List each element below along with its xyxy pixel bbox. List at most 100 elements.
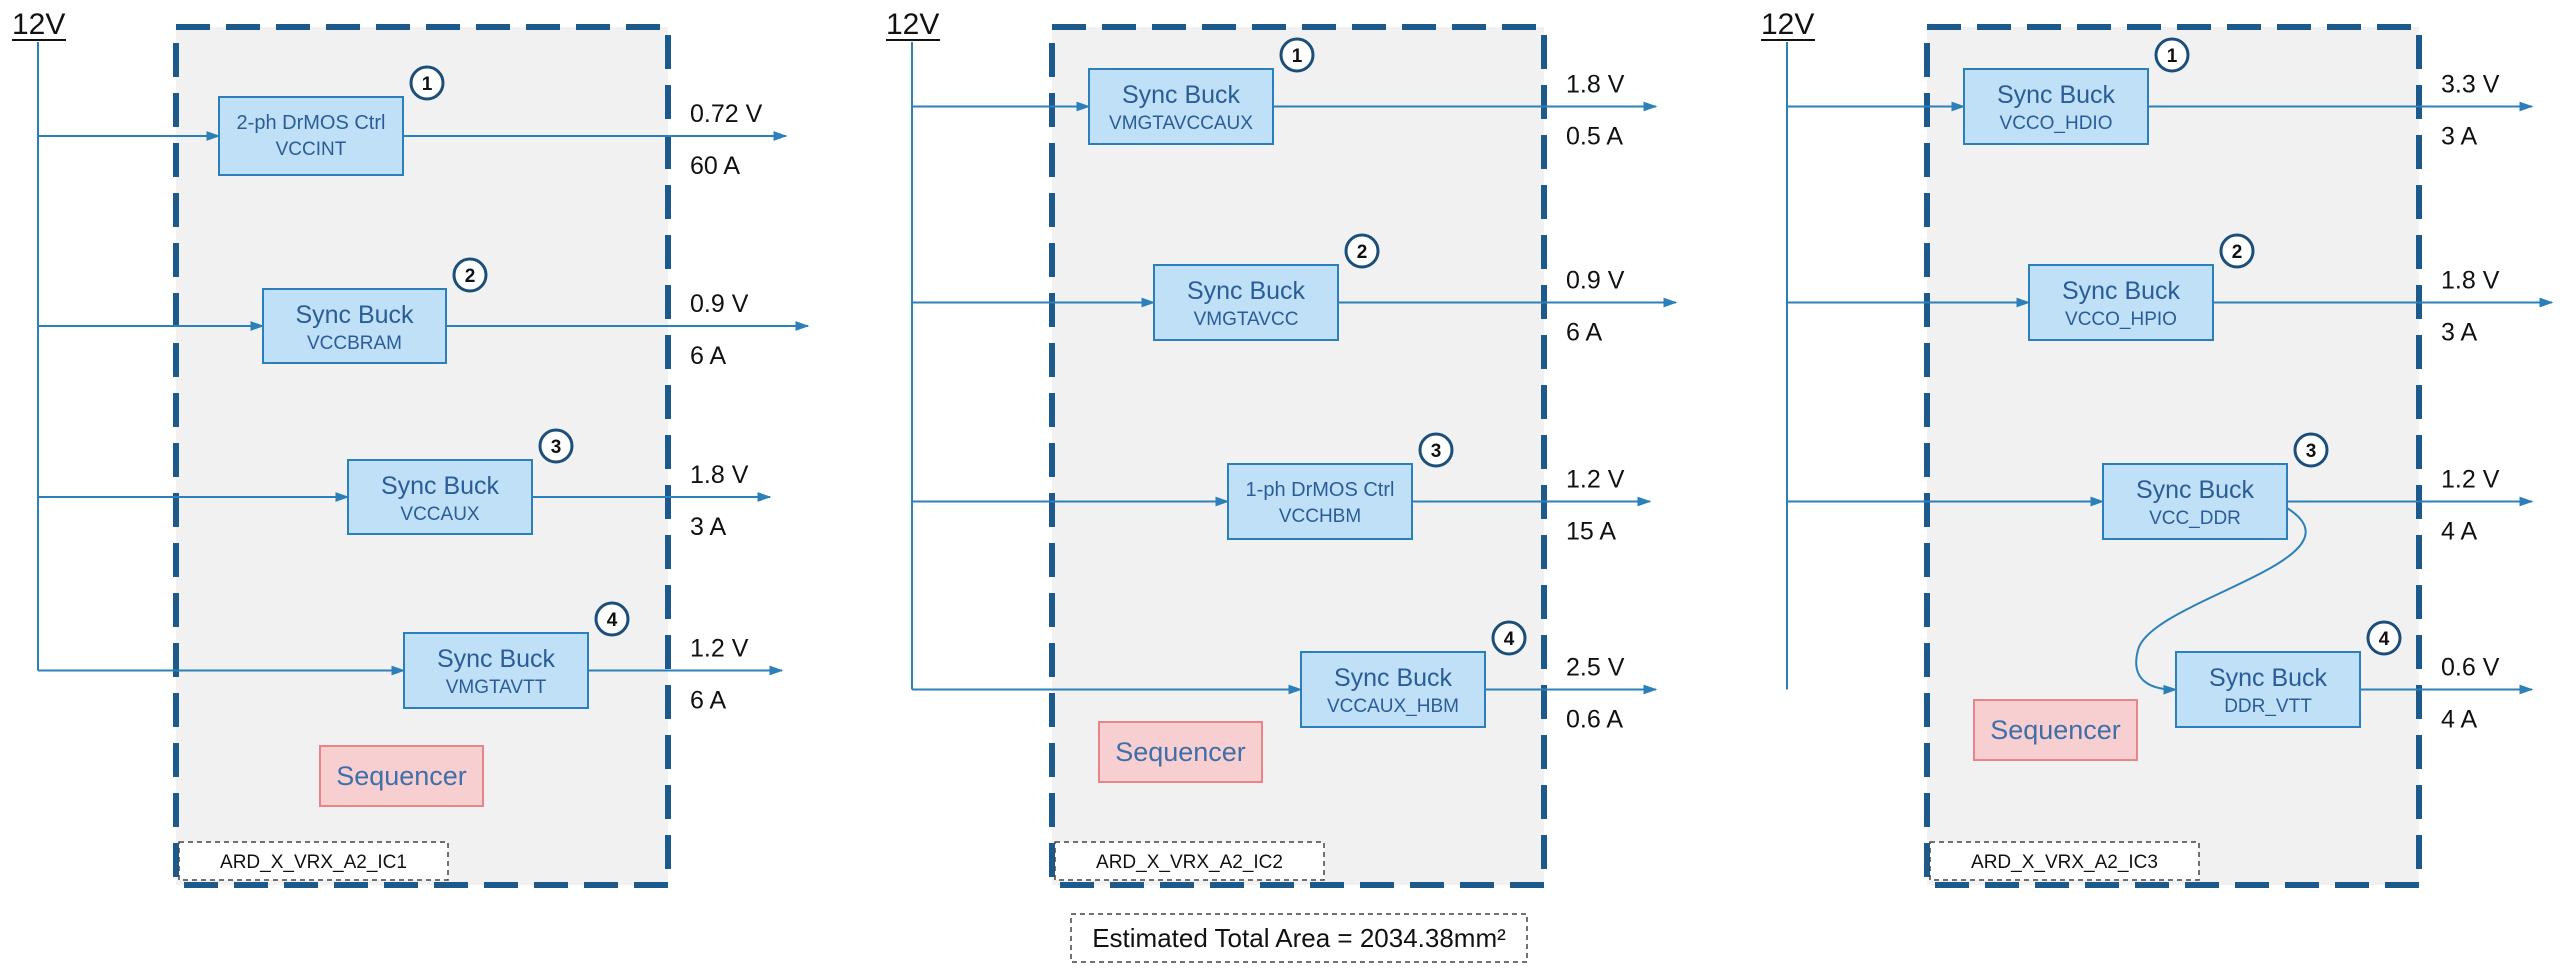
regulator-type: 2-ph DrMOS Ctrl bbox=[237, 112, 386, 134]
sequence-number: 3 bbox=[551, 437, 562, 458]
output-voltage: 1.8 V bbox=[1566, 71, 1625, 99]
sequence-number: 4 bbox=[1504, 629, 1515, 650]
regulator-box bbox=[1300, 651, 1486, 728]
output-current: 4 A bbox=[2441, 706, 2477, 734]
output-current: 15 A bbox=[1566, 518, 1616, 546]
regulator-box bbox=[403, 632, 589, 709]
regulator-box bbox=[262, 288, 447, 364]
supply-label: 12V bbox=[12, 8, 65, 41]
sequencer-box bbox=[319, 745, 484, 807]
sequence-number-circle bbox=[452, 257, 488, 293]
regulator-type: Sync Buck bbox=[2209, 664, 2328, 692]
output-current: 6 A bbox=[690, 342, 726, 370]
sequence-number-circle bbox=[538, 428, 574, 464]
sequence-number: 3 bbox=[2306, 441, 2317, 462]
sequence-number: 3 bbox=[1431, 441, 1442, 462]
regulator-type: Sync Buck bbox=[295, 301, 414, 329]
regulator-rail: VMGTAVCC bbox=[1194, 309, 1299, 330]
output-voltage: 1.2 V bbox=[1566, 466, 1625, 494]
regulator-rail: VCCINT bbox=[276, 139, 347, 160]
sequence-number-circle bbox=[409, 65, 445, 101]
output-current: 0.6 A bbox=[1566, 706, 1623, 734]
sequence-number: 1 bbox=[2167, 46, 2178, 67]
output-voltage: 0.72 V bbox=[690, 100, 763, 128]
regulator-box bbox=[1153, 264, 1339, 341]
regulator-rail: VCCBRAM bbox=[307, 333, 402, 354]
sequencer-label: Sequencer bbox=[1990, 715, 2121, 745]
sequencer-box bbox=[1098, 721, 1263, 783]
output-current: 0.5 A bbox=[1566, 123, 1623, 151]
sequencer-box bbox=[1973, 699, 2138, 761]
output-voltage: 0.6 V bbox=[2441, 654, 2500, 682]
output-voltage: 3.3 V bbox=[2441, 71, 2500, 99]
output-voltage: 1.8 V bbox=[2441, 267, 2500, 295]
ic-name: ARD_X_VRX_A2_IC1 bbox=[220, 852, 407, 873]
regulator-rail: VCC_DDR bbox=[2149, 508, 2241, 529]
ic-name: ARD_X_VRX_A2_IC2 bbox=[1096, 852, 1283, 873]
regulator-rail: VCCO_HDIO bbox=[2000, 113, 2113, 134]
ic-name-box bbox=[1054, 841, 1325, 881]
output-current: 3 A bbox=[2441, 319, 2477, 347]
regulator-box bbox=[218, 96, 404, 176]
regulator-type: Sync Buck bbox=[2136, 476, 2255, 504]
sequence-number-circle bbox=[2219, 233, 2255, 269]
regulator-rail: VCCAUX_HBM bbox=[1327, 696, 1459, 717]
total-area-text: Estimated Total Area = 2034.38mm² bbox=[1092, 923, 1506, 953]
sequencer-label: Sequencer bbox=[1115, 737, 1246, 767]
sequence-number-circle bbox=[2293, 432, 2329, 468]
regulator-rail: VMGTAVTT bbox=[446, 677, 547, 698]
regulator-rail: VCCO_HPIO bbox=[2065, 309, 2177, 330]
ic-name: ARD_X_VRX_A2_IC3 bbox=[1971, 852, 2158, 873]
output-current: 3 A bbox=[2441, 123, 2477, 151]
sequencer-label: Sequencer bbox=[336, 761, 467, 791]
regulator-type: Sync Buck bbox=[1997, 81, 2116, 109]
regulator-box bbox=[1088, 68, 1274, 145]
output-current: 60 A bbox=[690, 152, 740, 180]
output-voltage: 0.9 V bbox=[1566, 267, 1625, 295]
sequence-number: 2 bbox=[2232, 242, 2243, 263]
regulator-rail: VCCHBM bbox=[1279, 506, 1361, 527]
regulator-type: Sync Buck bbox=[1122, 81, 1241, 109]
sequence-number-circle bbox=[1279, 37, 1315, 73]
output-voltage: 2.5 V bbox=[1566, 654, 1625, 682]
sequence-number-circle bbox=[1344, 233, 1380, 269]
supply-label: 12V bbox=[1761, 8, 1814, 41]
regulator-type: 1-ph DrMOS Ctrl bbox=[1246, 479, 1395, 501]
supply-label: 12V bbox=[886, 8, 939, 41]
regulator-type: Sync Buck bbox=[381, 472, 500, 500]
total-area-box bbox=[1070, 913, 1528, 963]
sequence-number: 4 bbox=[607, 610, 618, 631]
output-voltage: 1.2 V bbox=[2441, 466, 2500, 494]
output-voltage: 1.2 V bbox=[690, 635, 749, 663]
output-current: 4 A bbox=[2441, 518, 2477, 546]
ic-name-box bbox=[1929, 841, 2200, 881]
regulator-box bbox=[1963, 68, 2149, 145]
sequence-number: 4 bbox=[2379, 629, 2390, 650]
regulator-type: Sync Buck bbox=[2062, 277, 2181, 305]
regulator-box bbox=[2175, 651, 2361, 728]
output-voltage: 0.9 V bbox=[690, 290, 749, 318]
output-voltage: 1.8 V bbox=[690, 461, 749, 489]
regulator-box bbox=[1227, 463, 1413, 540]
sequence-number-circle bbox=[1491, 620, 1527, 656]
sequence-number: 1 bbox=[422, 74, 433, 95]
regulator-rail: DDR_VTT bbox=[2224, 696, 2312, 717]
sequence-number: 2 bbox=[1357, 242, 1368, 263]
regulator-type: Sync Buck bbox=[1187, 277, 1306, 305]
regulator-type: Sync Buck bbox=[437, 645, 556, 673]
output-current: 3 A bbox=[690, 513, 726, 541]
output-current: 6 A bbox=[690, 687, 726, 715]
sequence-number-circle bbox=[2154, 37, 2190, 73]
regulator-type: Sync Buck bbox=[1334, 664, 1453, 692]
sequence-number: 2 bbox=[465, 266, 476, 287]
ddr-vtt-feed-wire bbox=[2135, 507, 2307, 695]
sequence-number-circle bbox=[1418, 432, 1454, 468]
output-current: 6 A bbox=[1566, 319, 1602, 347]
regulator-rail: VCCAUX bbox=[400, 504, 480, 525]
regulator-box bbox=[2102, 463, 2288, 540]
sequence-number-circle bbox=[2366, 620, 2402, 656]
regulator-rail: VMGTAVCCAUX bbox=[1109, 113, 1253, 134]
